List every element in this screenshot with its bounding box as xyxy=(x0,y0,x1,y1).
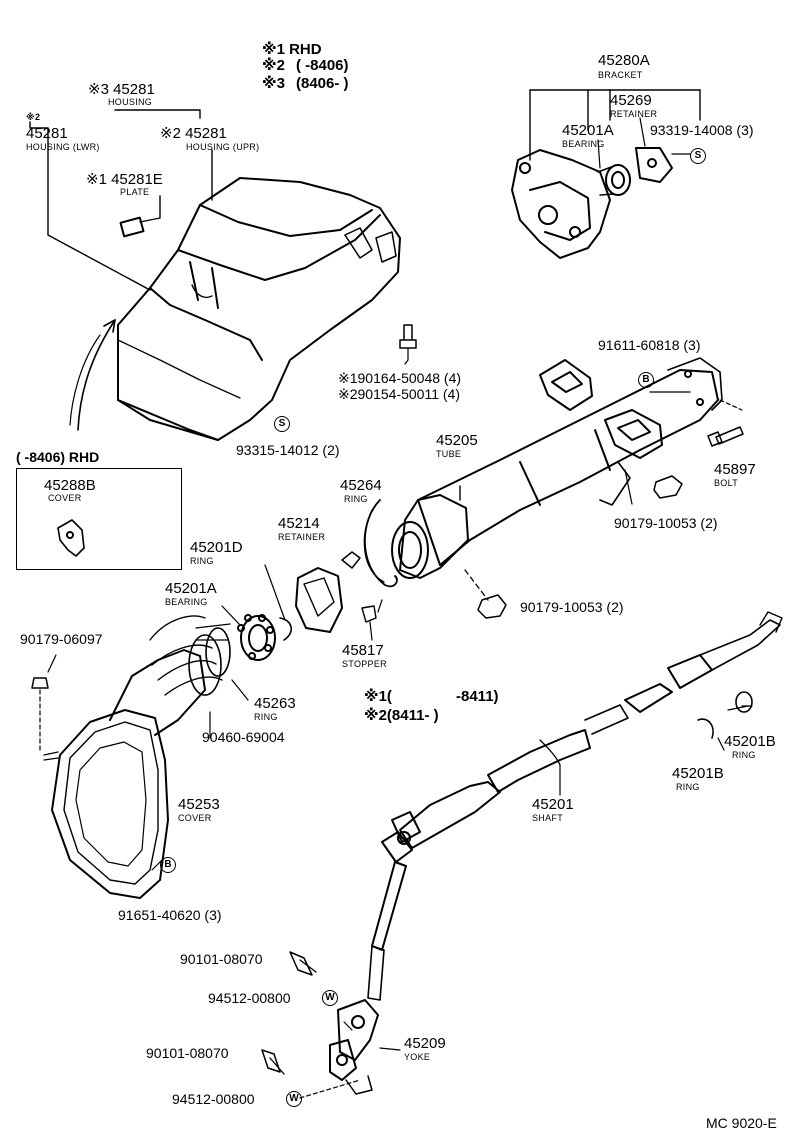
part-name-bearing-top: BEARING xyxy=(562,139,605,149)
part-number-45201: 45201 xyxy=(532,796,574,813)
part-number-94512-lower: 94512-00800 xyxy=(172,1091,255,1107)
part-name-ring-45264: RING xyxy=(344,494,368,504)
part-number-45269: 45269 xyxy=(610,92,652,109)
part-number-91651: 91651-40620 (3) xyxy=(118,907,222,923)
part-name-tube: TUBE xyxy=(436,449,462,459)
part-name-shaft: SHAFT xyxy=(532,813,564,823)
part-number-91611: 91611-60818 (3) xyxy=(598,337,701,353)
part-number-94512-upper: 94512-00800 xyxy=(208,990,291,1006)
s-symbol-93319: S xyxy=(690,148,706,164)
note-rhd: ※1 RHD xyxy=(262,41,322,58)
rhd-inset-box xyxy=(16,468,182,570)
part-number-45205: 45205 xyxy=(436,432,478,449)
s-symbol-93315: S xyxy=(274,416,290,432)
mark-2-housing-lwr: ※2 xyxy=(26,112,41,122)
part-name-plate: PLATE xyxy=(120,187,150,197)
part-number-45201b-right: 45201B xyxy=(724,733,776,750)
part-name-ring-45263: RING xyxy=(254,712,278,722)
part-name-retainer-top: RETAINER xyxy=(610,109,658,119)
part-number-45280a: 45280A xyxy=(598,52,650,69)
part-number-90101-upper: 90101-08070 xyxy=(180,951,263,967)
part-name-ring-45201d: RING xyxy=(190,556,214,566)
diagram-code: MC 9020-E xyxy=(706,1115,777,1131)
part-name-bearing-mid: BEARING xyxy=(165,597,208,607)
part-name-cover-45253: COVER xyxy=(178,813,212,823)
w-symbol-lower: W xyxy=(286,1091,302,1107)
part-number-45281-lwr: 45281 xyxy=(26,125,68,142)
tube-drawing xyxy=(391,357,723,579)
part-number-45201d: 45201D xyxy=(190,539,243,556)
part-number-45209: 45209 xyxy=(404,1035,446,1052)
part-number-90179-06097: 90179-06097 xyxy=(20,631,103,647)
part-number-90460: 90460-69004 xyxy=(202,729,285,745)
note-shaft-1-mark: ※1( xyxy=(364,688,392,705)
part-number-45201a-mid: 45201A xyxy=(165,580,217,597)
note-2-range: ( -8406) xyxy=(296,57,349,74)
part-number-90179-nut: 90179-10053 (2) xyxy=(520,599,624,615)
note-3-mark: ※3 xyxy=(262,75,285,92)
part-name-bracket: BRACKET xyxy=(598,70,643,80)
part-number-45201b-left: 45201B xyxy=(672,765,724,782)
b-symbol-91611: B xyxy=(638,372,654,388)
part-name-housing-upr: HOUSING (UPR) xyxy=(186,142,260,152)
cover-drawing xyxy=(51,623,231,899)
part-name-bolt: BOLT xyxy=(714,478,739,488)
part-number-90179-tube: 90179-10053 (2) xyxy=(614,515,718,531)
part-number-45288b: 45288B xyxy=(44,477,96,494)
rhd-box-title: ( -8406) RHD xyxy=(16,449,100,465)
part-number-45264: 45264 xyxy=(340,477,382,494)
part-number-45214: 45214 xyxy=(278,515,320,532)
part-number-45281-upr: ※2 45281 xyxy=(160,125,227,142)
part-number-90154: ※290154-50011 (4) xyxy=(338,386,461,402)
w-symbol-upper: W xyxy=(322,990,338,1006)
part-name-housing: HOUSING xyxy=(108,97,153,107)
part-name-housing-lwr: HOUSING (LWR) xyxy=(26,142,100,152)
note-shaft-1-range: -8411) xyxy=(456,688,499,705)
part-name-ring-45201b-left: RING xyxy=(676,782,700,792)
note-2-mark: ※2 xyxy=(262,57,285,74)
part-name-retainer-mid: RETAINER xyxy=(278,532,326,542)
part-number-45253: 45253 xyxy=(178,796,220,813)
part-number-45281-housing: ※3 45281 xyxy=(88,81,155,98)
shaft-drawing xyxy=(367,611,783,1001)
part-number-45263: 45263 xyxy=(254,695,296,712)
note-shaft-2: ※2(8411- ) xyxy=(364,707,439,724)
part-name-ring-45201b-right: RING xyxy=(732,750,756,760)
part-name-stopper: STOPPER xyxy=(342,659,387,669)
part-number-90101-lower: 90101-08070 xyxy=(146,1045,229,1061)
part-number-45897: 45897 xyxy=(714,461,756,478)
part-number-93315: 93315-14012 (2) xyxy=(236,442,340,458)
part-number-93319: 93319-14008 (3) xyxy=(650,122,754,138)
note-3-range: (8406- ) xyxy=(296,75,349,92)
part-name-yoke: YOKE xyxy=(404,1052,431,1062)
housing-drawing xyxy=(117,177,401,441)
part-number-45281e: ※1 45281E xyxy=(86,171,163,188)
b-symbol-91651: B xyxy=(160,857,176,873)
bracket-drawing xyxy=(511,147,673,259)
part-number-45817: 45817 xyxy=(342,642,384,659)
part-number-45201a-top: 45201A xyxy=(562,122,614,139)
part-name-cover-rhd: COVER xyxy=(48,493,82,503)
part-number-90164: ※190164-50048 (4) xyxy=(338,370,462,386)
